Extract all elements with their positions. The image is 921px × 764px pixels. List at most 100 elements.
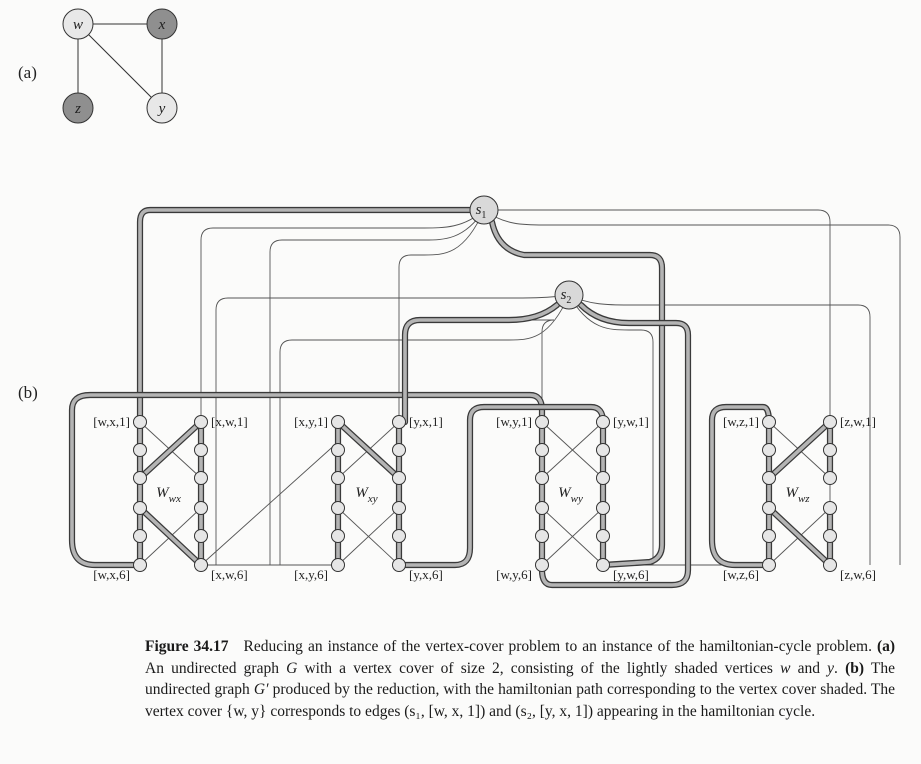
label-wy-tl: [w,y,1]	[496, 414, 532, 429]
vertex-label-s2: s2	[561, 287, 572, 306]
s2-edge-b	[279, 294, 570, 565]
vertex-label-z: z	[74, 101, 81, 117]
vertex-x	[146, 8, 178, 40]
widget-vertex	[331, 415, 345, 429]
label-wy-tr: [y,w,1]	[613, 414, 649, 429]
widget-vertex	[331, 529, 345, 543]
label-wz-tl: [w,z,1]	[723, 414, 759, 429]
label-xy-tl: [x,y,1]	[294, 414, 328, 429]
widget-vertex	[762, 529, 776, 543]
widget-vertex	[535, 501, 549, 515]
hl-s2-yx1-core	[403, 303, 559, 424]
widget-vertex	[762, 501, 776, 515]
widget-vertex	[596, 443, 610, 457]
widget-vertex	[762, 558, 776, 572]
widget-name-sub: xy	[367, 493, 378, 505]
widget-vertex	[823, 501, 837, 515]
widget-vertex	[535, 415, 549, 429]
edge-w-y	[77, 23, 163, 109]
label-wz-br: [z,w,6]	[840, 567, 876, 582]
widget-cross	[541, 421, 604, 479]
widget-vertex	[331, 558, 345, 572]
vertex-label-w: w	[73, 17, 83, 33]
label-wz-bl: [w,z,6]	[723, 567, 759, 582]
hl-s1-right-core	[490, 220, 664, 567]
hl-wxy-a-core	[336, 420, 401, 480]
widget-vertex	[762, 471, 776, 485]
widget-vertex	[392, 415, 406, 429]
widget-vertex	[823, 443, 837, 457]
hl-wz6-loop	[708, 403, 773, 569]
vertex-z	[62, 92, 94, 124]
panel-b-label: (b)	[18, 383, 38, 402]
widget-name-wy: Wwy	[558, 485, 583, 505]
label-wx-tl: [w,x,1]	[93, 414, 130, 429]
vertex-s1	[469, 195, 499, 225]
widget-name-sub: wz	[798, 493, 810, 505]
vertex-label-s1: s1	[476, 202, 487, 221]
widget-vertex	[823, 471, 837, 485]
widget-name-sub: wx	[169, 493, 181, 505]
hl-wwz-c-core	[767, 506, 832, 567]
s1-edge-yx1	[398, 209, 485, 422]
widget-vertex	[596, 529, 610, 543]
widget-vertex	[194, 501, 208, 515]
label-xy-br: [y,x,6]	[409, 567, 443, 582]
widget-vertex	[535, 471, 549, 485]
widget-vertex	[823, 529, 837, 543]
widget-name-wx: Wwx	[156, 485, 181, 505]
hl-yx6-loop-core	[397, 405, 605, 567]
label-wy-br: [y,w,6]	[613, 567, 649, 582]
vertex-label-sub: 2	[566, 295, 571, 306]
widget-vertex	[133, 415, 147, 429]
hl-wx6-loop-core	[70, 393, 544, 567]
vertex-label-x: x	[158, 17, 166, 33]
widget-vertex	[194, 529, 208, 543]
widget-vertex	[596, 558, 610, 572]
widget-vertex	[762, 443, 776, 457]
widget-vertex	[823, 558, 837, 572]
widget-name-wz: Wwz	[785, 485, 810, 505]
widget-vertex	[194, 471, 208, 485]
widget-vertex	[535, 558, 549, 572]
widget-vertex	[331, 501, 345, 515]
s2-edge-a	[215, 294, 570, 565]
s1-edge-zw1	[483, 209, 831, 422]
hl-s1-wx1-core	[138, 208, 472, 424]
widget-vertex	[133, 529, 147, 543]
widget-cross	[337, 507, 400, 566]
panel-b-graph: (b)[w,x,1][x,w,1][w,x,6][x,w,6]Wwx[x,y,1…	[18, 195, 901, 589]
vertex-s2	[554, 280, 584, 310]
widget-vertex	[392, 529, 406, 543]
widget-vertex	[596, 415, 610, 429]
widget-vertex	[762, 415, 776, 429]
hamiltonian-path	[68, 206, 834, 589]
label-xy-bl: [x,y,6]	[294, 567, 328, 582]
hl-s2-right	[538, 301, 692, 589]
hl-s2-right-core	[540, 303, 690, 587]
widget-vertex	[392, 558, 406, 572]
widget-vertex	[823, 415, 837, 429]
widget-vertex	[331, 471, 345, 485]
widget-name-xy: Wxy	[355, 485, 377, 505]
widget-vertex	[392, 471, 406, 485]
widget-vertex	[392, 443, 406, 457]
label-wx-bl: [w,x,6]	[93, 567, 130, 582]
widget-vertex	[535, 529, 549, 543]
figure-caption: Figure 34.17 Reducing an instance of the…	[145, 638, 896, 720]
s2-edge-right	[568, 294, 871, 565]
widget-name-sub: wy	[571, 493, 583, 505]
thin-edges	[139, 209, 901, 566]
widget-vertex	[133, 501, 147, 515]
widget-vertices	[133, 195, 837, 572]
vertex-y	[146, 92, 178, 124]
widget-vertex	[535, 443, 549, 457]
widget-vertex	[133, 471, 147, 485]
widget-vertex	[194, 415, 208, 429]
widget-vertex	[331, 443, 345, 457]
s1-edge-xy6	[269, 209, 485, 565]
widget-cross	[541, 507, 604, 566]
label-wz-tr: [z,w,1]	[840, 414, 876, 429]
